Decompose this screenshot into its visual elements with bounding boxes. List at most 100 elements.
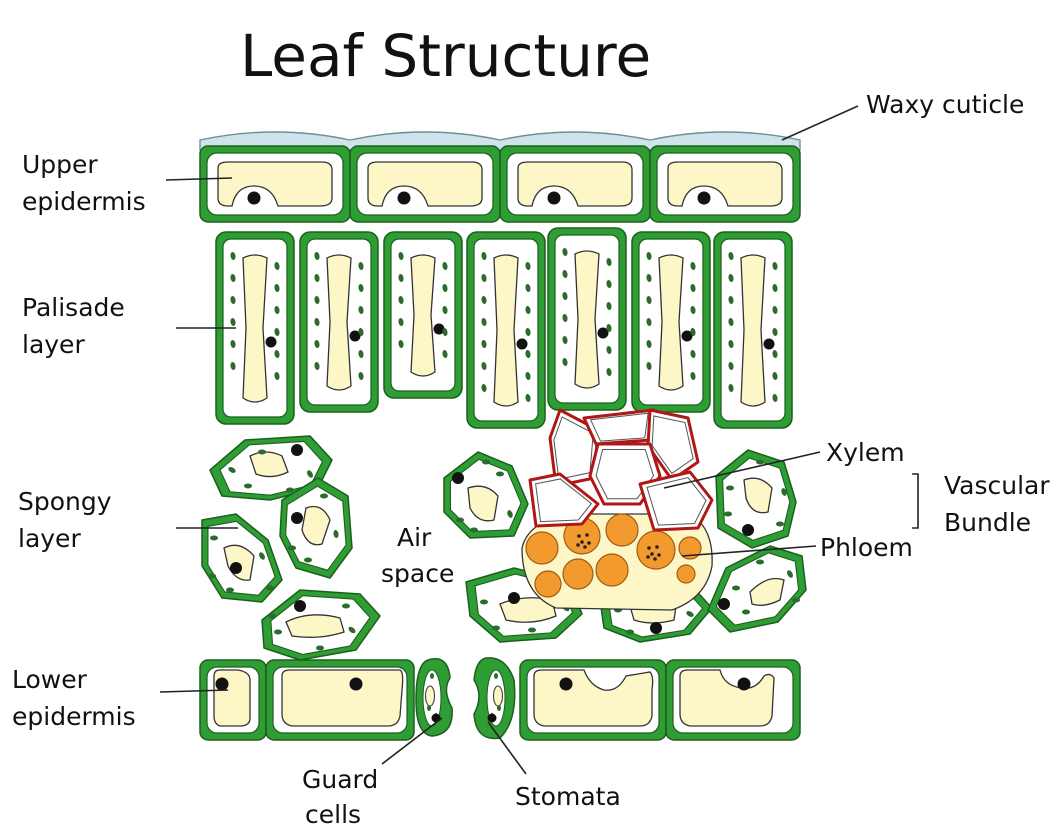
vacuole bbox=[659, 255, 683, 390]
upper-epidermis-cell bbox=[650, 146, 800, 222]
vacuole bbox=[250, 452, 288, 477]
chloroplast bbox=[776, 522, 784, 527]
guard-cell bbox=[474, 658, 515, 739]
chloroplast bbox=[756, 460, 764, 465]
chloroplast bbox=[244, 484, 252, 489]
palisade-cell bbox=[300, 232, 378, 412]
chloroplast bbox=[427, 705, 431, 711]
chloroplast bbox=[496, 472, 504, 477]
vacuole bbox=[575, 251, 599, 388]
xylem bbox=[530, 410, 712, 530]
phloem-cell bbox=[637, 531, 675, 569]
label-waxy-cuticle: Waxy cuticle bbox=[866, 90, 1024, 119]
palisade-cell bbox=[384, 232, 462, 398]
chloroplast bbox=[268, 614, 276, 619]
vacuole bbox=[327, 255, 351, 390]
chloroplast bbox=[497, 705, 501, 711]
nucleus bbox=[764, 339, 775, 350]
palisade-cell bbox=[632, 232, 710, 412]
chloroplast bbox=[304, 558, 312, 563]
nucleus bbox=[718, 598, 730, 610]
label-upper-epidermis-line1: Upper bbox=[22, 150, 98, 179]
label-guard-cells-line1: Guard bbox=[302, 765, 378, 794]
chloroplast bbox=[742, 610, 750, 615]
chloroplast bbox=[316, 646, 324, 651]
nucleus bbox=[742, 524, 754, 536]
chloroplast bbox=[430, 673, 434, 679]
chloroplast bbox=[226, 588, 234, 593]
phloem-cell bbox=[606, 514, 638, 546]
palisade-cell bbox=[714, 232, 792, 428]
nucleus bbox=[216, 678, 229, 691]
sieve-plate-dot bbox=[655, 545, 659, 549]
chloroplast bbox=[274, 630, 282, 635]
nucleus bbox=[508, 592, 520, 604]
label-lower-epidermis-line1: Lower bbox=[12, 665, 88, 694]
chloroplast bbox=[342, 604, 350, 609]
chloroplast bbox=[208, 574, 216, 579]
nucleus bbox=[291, 444, 303, 456]
palisade-cell bbox=[467, 232, 545, 428]
sieve-plate-dot bbox=[585, 533, 589, 537]
vacuole bbox=[411, 255, 435, 376]
chloroplast bbox=[320, 494, 328, 499]
chloroplast bbox=[792, 598, 800, 603]
phloem-cell bbox=[596, 554, 628, 586]
chloroplast bbox=[528, 628, 536, 633]
phloem-cell bbox=[535, 571, 561, 597]
spongy-cell bbox=[716, 450, 796, 548]
label-air-space-line2: space bbox=[381, 559, 454, 588]
sieve-plate-dot bbox=[576, 543, 580, 547]
chloroplast bbox=[482, 460, 490, 465]
chloroplast bbox=[732, 586, 740, 591]
nucleus bbox=[230, 562, 242, 574]
nucleus bbox=[398, 192, 411, 205]
nucleus bbox=[488, 714, 497, 723]
chloroplast bbox=[756, 560, 764, 565]
label-vascular-bundle-line2: Bundle bbox=[944, 508, 1031, 537]
lower-epidermis-cell bbox=[520, 660, 666, 740]
upper-epidermis-cell bbox=[200, 146, 350, 222]
label-palisade-layer-line1: Palisade bbox=[22, 293, 125, 322]
nucleus bbox=[291, 512, 303, 524]
label-stomata: Stomata bbox=[515, 782, 621, 811]
vacuole bbox=[494, 255, 518, 406]
vacuole bbox=[741, 255, 765, 406]
lower-epidermis-cell bbox=[266, 660, 414, 740]
label-guard-cells-line2: cells bbox=[305, 800, 361, 829]
spongy-cell bbox=[262, 590, 380, 660]
label-lower-epidermis-line2: epidermis bbox=[12, 702, 136, 731]
chloroplast bbox=[210, 536, 218, 541]
phloem-cell bbox=[677, 565, 695, 583]
phloem-cell bbox=[563, 559, 593, 589]
spongy-cell bbox=[444, 452, 528, 538]
sieve-plate-dot bbox=[583, 545, 587, 549]
vascular-bundle-bracket bbox=[912, 474, 918, 528]
nucleus bbox=[350, 678, 363, 691]
phloem-cell bbox=[526, 532, 558, 564]
chloroplast bbox=[626, 630, 634, 635]
label-xylem: Xylem bbox=[826, 438, 905, 467]
chloroplast bbox=[288, 546, 296, 551]
nucleus bbox=[738, 678, 751, 691]
palisade-cell bbox=[548, 228, 626, 410]
upper-epidermis-cell bbox=[500, 146, 650, 222]
label-phloem: Phloem bbox=[820, 533, 913, 562]
vacuole bbox=[426, 686, 435, 706]
chloroplast bbox=[726, 486, 734, 491]
vacuole bbox=[286, 615, 344, 638]
label-palisade-layer-line2: layer bbox=[22, 330, 85, 359]
sieve-plate-dot bbox=[653, 557, 657, 561]
chloroplast bbox=[492, 626, 500, 631]
label-air-space-line1: Air bbox=[397, 523, 432, 552]
sieve-plate-dot bbox=[646, 555, 650, 559]
leader-waxy-cuticle bbox=[782, 106, 858, 140]
vacuole bbox=[282, 670, 403, 726]
upper-epidermis-cell bbox=[350, 146, 500, 222]
spongy-cell bbox=[708, 546, 806, 632]
vacuole bbox=[494, 686, 503, 706]
nucleus bbox=[548, 192, 561, 205]
label-spongy-layer-line1: Spongy bbox=[18, 487, 112, 516]
chloroplast bbox=[494, 673, 498, 679]
